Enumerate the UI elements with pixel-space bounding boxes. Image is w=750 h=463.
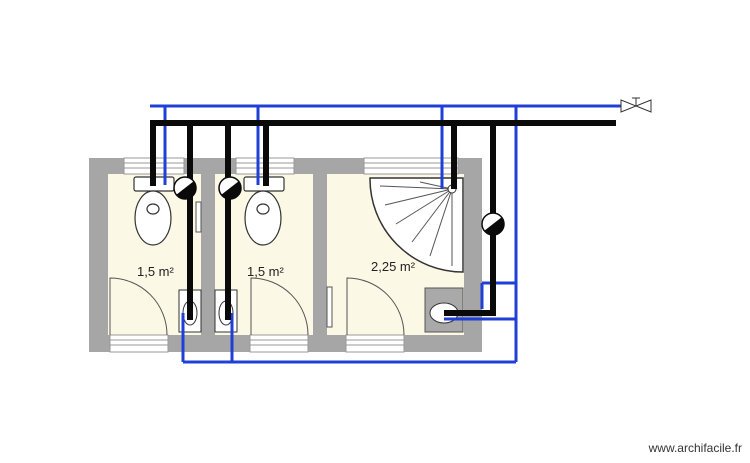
drain-connection-icon xyxy=(218,176,242,200)
cold-water-pipes xyxy=(150,104,621,364)
valve-icon xyxy=(620,97,652,113)
windows xyxy=(123,157,459,175)
window-shower-room xyxy=(363,157,459,175)
door-swings xyxy=(109,277,405,336)
door-swing-icon xyxy=(346,277,405,336)
shower-icon xyxy=(379,181,453,266)
door-opening-shower-room xyxy=(345,334,405,353)
door-opening-wc-middle xyxy=(249,334,309,353)
shower xyxy=(369,177,464,273)
door-swing-icon xyxy=(250,277,309,336)
door-opening-wc-left xyxy=(109,334,169,353)
shower-tray xyxy=(369,177,464,273)
towel-rail-icon xyxy=(326,286,333,328)
room-area-wc-middle: 1,5 m² xyxy=(247,264,284,279)
towel-rail-icon xyxy=(195,201,202,233)
drain-connections xyxy=(173,176,505,236)
door-openings xyxy=(109,334,405,353)
watermark: www.archifacile.fr xyxy=(648,441,742,455)
room-area-wc-left: 1,5 m² xyxy=(137,264,174,279)
towel-rails xyxy=(195,201,333,328)
drain-connection-icon xyxy=(173,176,197,200)
drain-connection-icon xyxy=(481,212,505,236)
room-area-shower-room: 2,25 m² xyxy=(371,259,416,274)
drain-pipes xyxy=(150,120,616,320)
door-swing-icon xyxy=(109,277,168,336)
